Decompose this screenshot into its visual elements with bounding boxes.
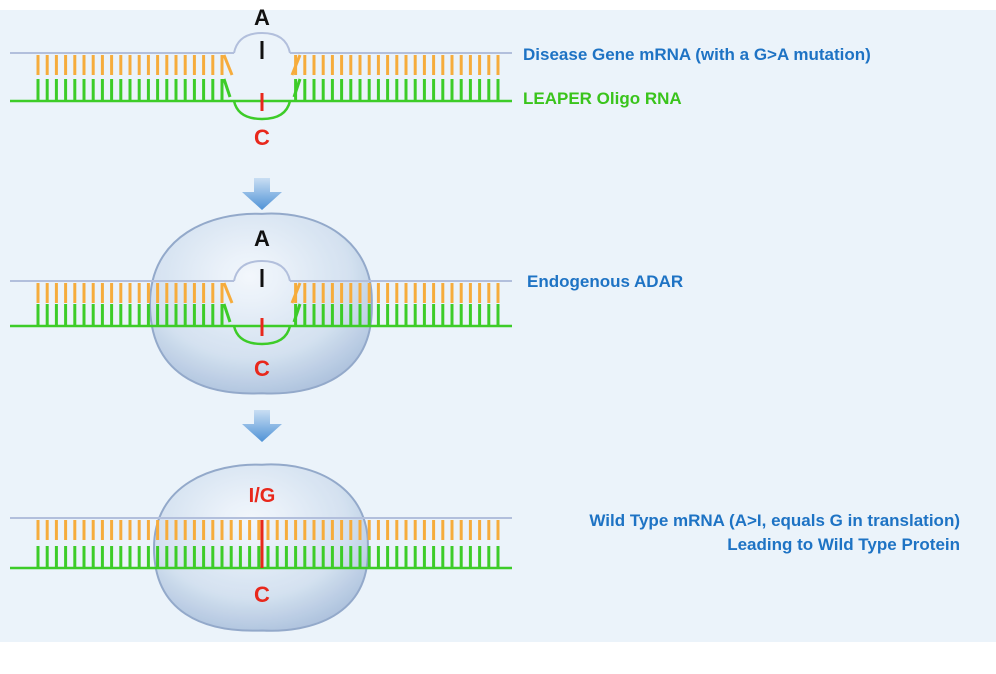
label-3-1: Wild Type mRNA (A>I, equals G in transla… — [589, 511, 960, 530]
orange-base — [222, 282, 234, 304]
oligo-bulge — [232, 325, 292, 346]
orange-base — [222, 54, 234, 76]
panel-3: I/G C Wild Type mRNA (A>I, equals G in tra… — [10, 463, 960, 632]
label-1-1: Disease Gene mRNA (with a G>A mutation) — [523, 45, 871, 64]
adenosine-letter: A — [254, 226, 270, 251]
panel-2: A C Endogenous ADAR — [10, 212, 683, 395]
oligo-bulge — [232, 100, 292, 121]
green-base — [292, 303, 302, 323]
down-arrow-icon — [242, 178, 282, 210]
label-3-2: Leading to Wild Type Protein — [727, 535, 960, 554]
cytidine-letter: C — [254, 125, 270, 150]
panel-1: A C Disease Gene mRNA (with a G>A mutation… — [10, 5, 871, 150]
orange-base — [290, 282, 302, 304]
green-base — [292, 78, 302, 98]
green-base — [222, 303, 232, 323]
adar-enzyme-blob — [148, 212, 373, 395]
green-base — [222, 78, 232, 98]
cytidine-letter: C — [254, 356, 270, 381]
down-arrow-icon — [242, 410, 282, 442]
label-2-1: Endogenous ADAR — [527, 272, 683, 291]
orange-base — [290, 54, 302, 76]
inosine-letter: I/G — [249, 485, 276, 507]
cytidine-letter: C — [254, 582, 270, 607]
mrna-bulge — [233, 259, 291, 282]
mrna-bulge — [233, 31, 291, 54]
label-1-2: LEAPER Oligo RNA — [523, 89, 682, 108]
adenosine-letter: A — [254, 5, 270, 30]
